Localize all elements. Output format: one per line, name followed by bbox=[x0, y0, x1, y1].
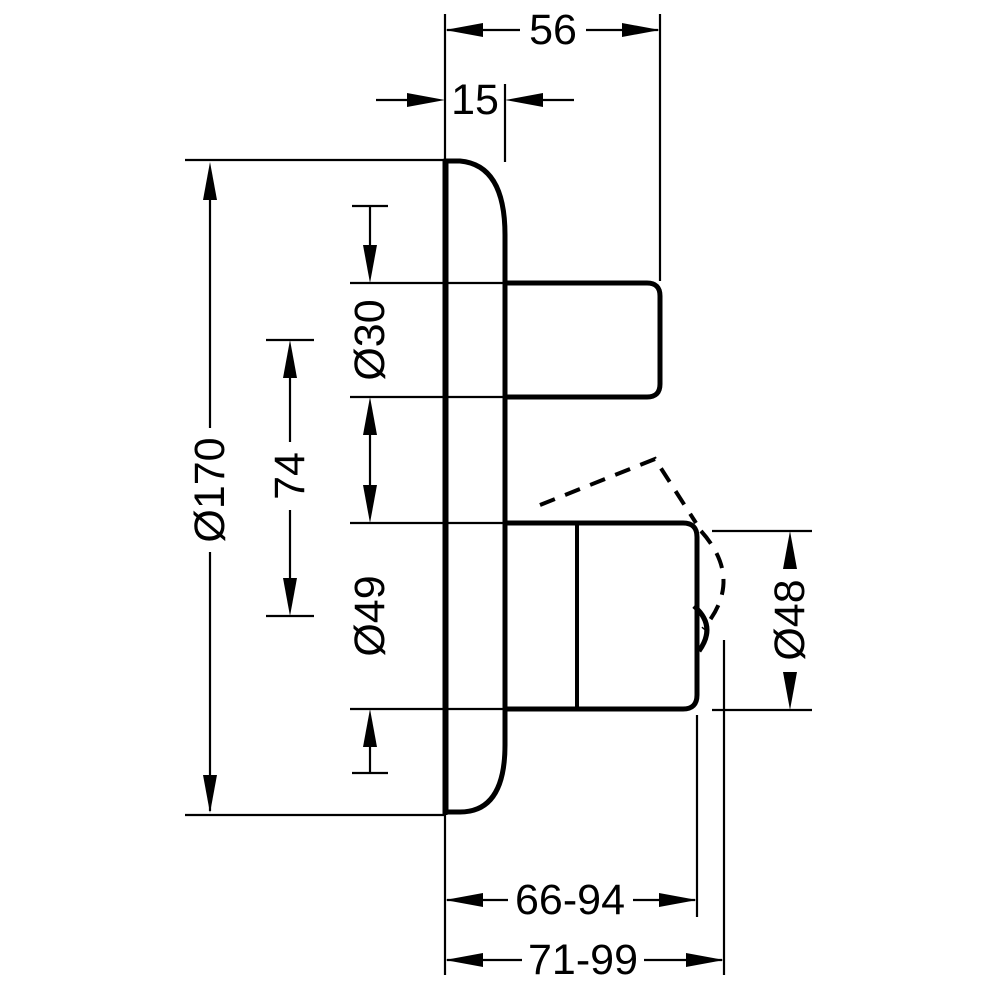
dimension-15: 15 bbox=[376, 76, 574, 124]
dim-label-30: Ø30 bbox=[346, 299, 394, 380]
dimension-170: Ø170 bbox=[186, 162, 234, 813]
dimension-48: Ø48 bbox=[766, 531, 814, 710]
dimension-74: 74 bbox=[266, 340, 314, 616]
arrowhead-right bbox=[505, 93, 543, 107]
arrowhead-down bbox=[363, 485, 377, 523]
dim-label-170: Ø170 bbox=[186, 437, 234, 542]
dim-label-74: 74 bbox=[266, 452, 314, 500]
dim-label-15: 15 bbox=[451, 76, 499, 124]
arrowhead-down bbox=[203, 775, 217, 813]
lever-raised-position-dashed bbox=[539, 456, 726, 631]
lever-tip-curve bbox=[692, 604, 710, 653]
arrowhead-up bbox=[203, 162, 217, 200]
arrowhead-right bbox=[659, 893, 697, 907]
arrowhead-up bbox=[363, 709, 377, 747]
dim-label-66-94: 66-94 bbox=[515, 876, 625, 924]
dim-label-56: 56 bbox=[529, 6, 577, 54]
arrowhead-right bbox=[622, 23, 660, 37]
arrowhead-up bbox=[363, 397, 377, 435]
arrowhead-down bbox=[363, 245, 377, 283]
arrowhead-left bbox=[407, 93, 445, 107]
dimension-56: 56 bbox=[445, 6, 660, 54]
arrowhead-left bbox=[445, 893, 483, 907]
arrowhead-left bbox=[445, 23, 483, 37]
dimension-71-99: 71-99 bbox=[445, 936, 724, 984]
arrowhead-left bbox=[445, 953, 483, 967]
raised-lever-front-arc bbox=[699, 529, 726, 631]
dim-label-49: Ø49 bbox=[346, 575, 394, 656]
arrowhead-up bbox=[783, 531, 797, 569]
plate-outline bbox=[443, 158, 508, 815]
control-handle-top bbox=[505, 280, 663, 400]
arrowhead-down bbox=[783, 672, 797, 710]
escutcheon-plate bbox=[442, 158, 508, 815]
dim-label-48: Ø48 bbox=[766, 579, 814, 660]
lever-outline bbox=[505, 520, 700, 712]
dimension-30: Ø30 bbox=[346, 204, 394, 485]
lever-handle bbox=[505, 520, 710, 712]
dim-label-71-99: 71-99 bbox=[528, 936, 638, 984]
raised-lever-top-edge bbox=[539, 456, 698, 525]
arrowhead-right bbox=[686, 953, 724, 967]
arrowhead-down bbox=[283, 578, 297, 616]
dimension-66-94: 66-94 bbox=[445, 876, 697, 924]
top-handle-outline bbox=[505, 280, 663, 400]
arrowhead-up bbox=[283, 340, 297, 378]
dimension-49: Ø49 bbox=[346, 485, 394, 775]
